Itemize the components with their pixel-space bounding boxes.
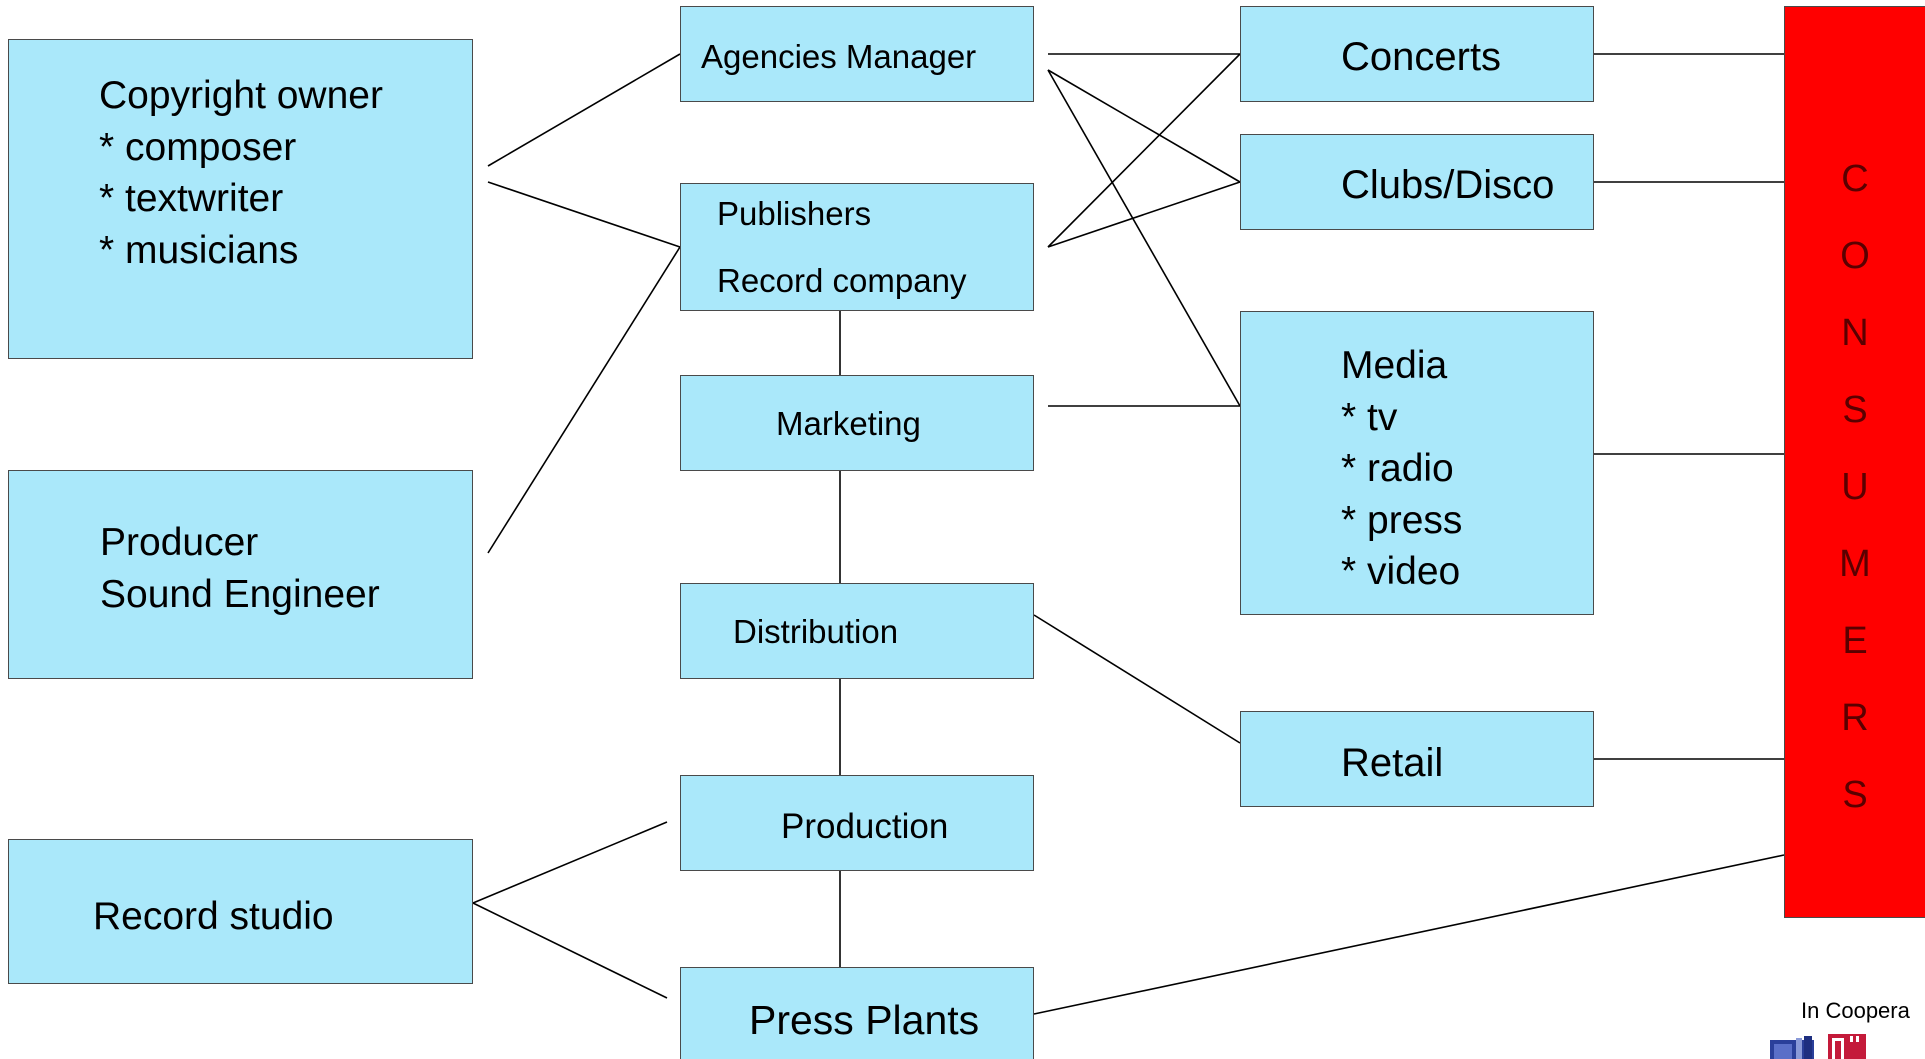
distribution-box: Distribution xyxy=(680,583,1034,679)
consumers-letter: U xyxy=(1841,466,1869,508)
retail-box: Retail xyxy=(1240,711,1594,807)
consumers-letter: M xyxy=(1839,543,1871,585)
connector-publishers-clubs xyxy=(1047,181,1241,248)
agencies-manager-text: Agencies Manager xyxy=(701,38,977,75)
connector-copyright-publishers xyxy=(487,181,681,248)
consumers-letter: E xyxy=(1842,620,1868,662)
publishers-box: Publishers Record company xyxy=(680,183,1034,311)
media-text: Media * tv * radio * press * video xyxy=(1341,344,1463,593)
marketing-box: Marketing xyxy=(680,375,1034,471)
producer-text: Producer Sound Engineer xyxy=(100,521,380,616)
connector-producer-publishers xyxy=(487,246,681,554)
partner-logo-right xyxy=(1828,1034,1866,1059)
consumers-letter: N xyxy=(1841,312,1869,354)
connector-copyright-agencies xyxy=(487,53,681,167)
consumers-letter: R xyxy=(1841,697,1869,739)
marketing-text: Marketing xyxy=(776,405,921,442)
consumers-bar: C O N S U M E R S xyxy=(1784,6,1925,918)
connector-studio-production xyxy=(472,821,668,904)
record-studio-box: Record studio xyxy=(8,839,473,984)
consumers-letter: O xyxy=(1840,235,1870,277)
press-plants-box: Press Plants xyxy=(680,967,1034,1059)
consumers-letter: C xyxy=(1841,158,1869,200)
consumers-letter: S xyxy=(1842,389,1868,431)
media-box: Media * tv * radio * press * video xyxy=(1240,311,1594,615)
connector-press-consumers xyxy=(1033,854,1785,1015)
connector-agencies-clubs xyxy=(1047,69,1241,183)
production-box: Production xyxy=(680,775,1034,871)
connector-publishers-concerts xyxy=(1047,53,1241,248)
connector-studio-press xyxy=(472,902,668,999)
connector-agencies-media xyxy=(1047,69,1241,407)
distribution-text: Distribution xyxy=(733,613,899,650)
record-company-text: Record company xyxy=(717,262,967,299)
producer-box: Producer Sound Engineer xyxy=(8,470,473,679)
press-plants-text: Press Plants xyxy=(749,997,980,1043)
cooperation-caption: In Coopera xyxy=(1801,998,1910,1023)
partner-logos xyxy=(1770,1034,1866,1059)
publishers-text: Publishers xyxy=(717,195,872,232)
record-studio-text: Record studio xyxy=(93,895,334,938)
copyright-owner-text: Copyright owner * composer * textwriter … xyxy=(99,74,383,272)
consumers-letter: S xyxy=(1842,774,1868,816)
clubs-disco-box: Clubs/Disco xyxy=(1240,134,1594,230)
clubs-disco-text: Clubs/Disco xyxy=(1341,163,1555,207)
retail-text: Retail xyxy=(1341,741,1444,785)
partner-logo-left xyxy=(1770,1036,1814,1059)
agencies-manager-box: Agencies Manager xyxy=(680,6,1034,102)
concerts-text: Concerts xyxy=(1341,35,1502,79)
connector-distribution-retail xyxy=(1033,614,1241,744)
copyright-owner-box: Copyright owner * composer * textwriter … xyxy=(8,39,473,359)
concerts-box: Concerts xyxy=(1240,6,1594,102)
production-text: Production xyxy=(781,807,949,846)
